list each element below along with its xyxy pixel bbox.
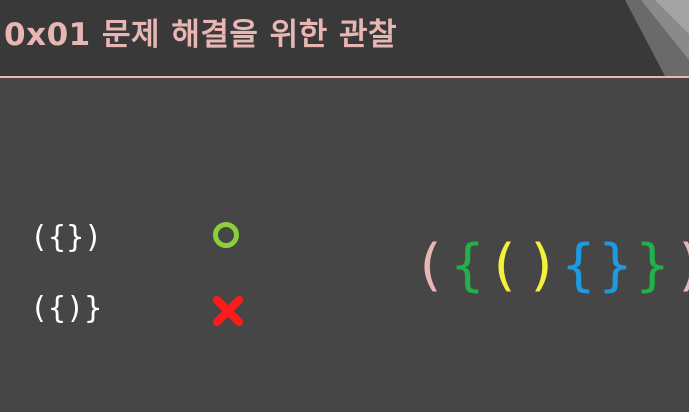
bracket-char: ) (671, 226, 689, 306)
slide-header: 0x01 문제 해결을 위한 관찰 (0, 0, 689, 76)
bracket-char: { (449, 233, 486, 298)
bracket-char: { (560, 233, 597, 298)
bracket-char: ( (493, 233, 516, 298)
bracket-char: ) (530, 233, 553, 298)
bracket-char: } (634, 233, 671, 298)
slide-title: 0x01 문제 해결을 위한 관찰 (4, 17, 398, 53)
header-divider (0, 76, 689, 78)
x-icon (213, 296, 243, 326)
bracket-char: } (597, 233, 634, 298)
bracket-char: ( (419, 233, 442, 298)
decorative-photo-corner (625, 0, 689, 76)
example-invalid-brackets: ({)} (30, 291, 103, 326)
example-valid-brackets: ({}) (30, 220, 103, 255)
colored-bracket-sequence: ({(){}}) (412, 226, 689, 306)
circle-icon (213, 222, 239, 248)
